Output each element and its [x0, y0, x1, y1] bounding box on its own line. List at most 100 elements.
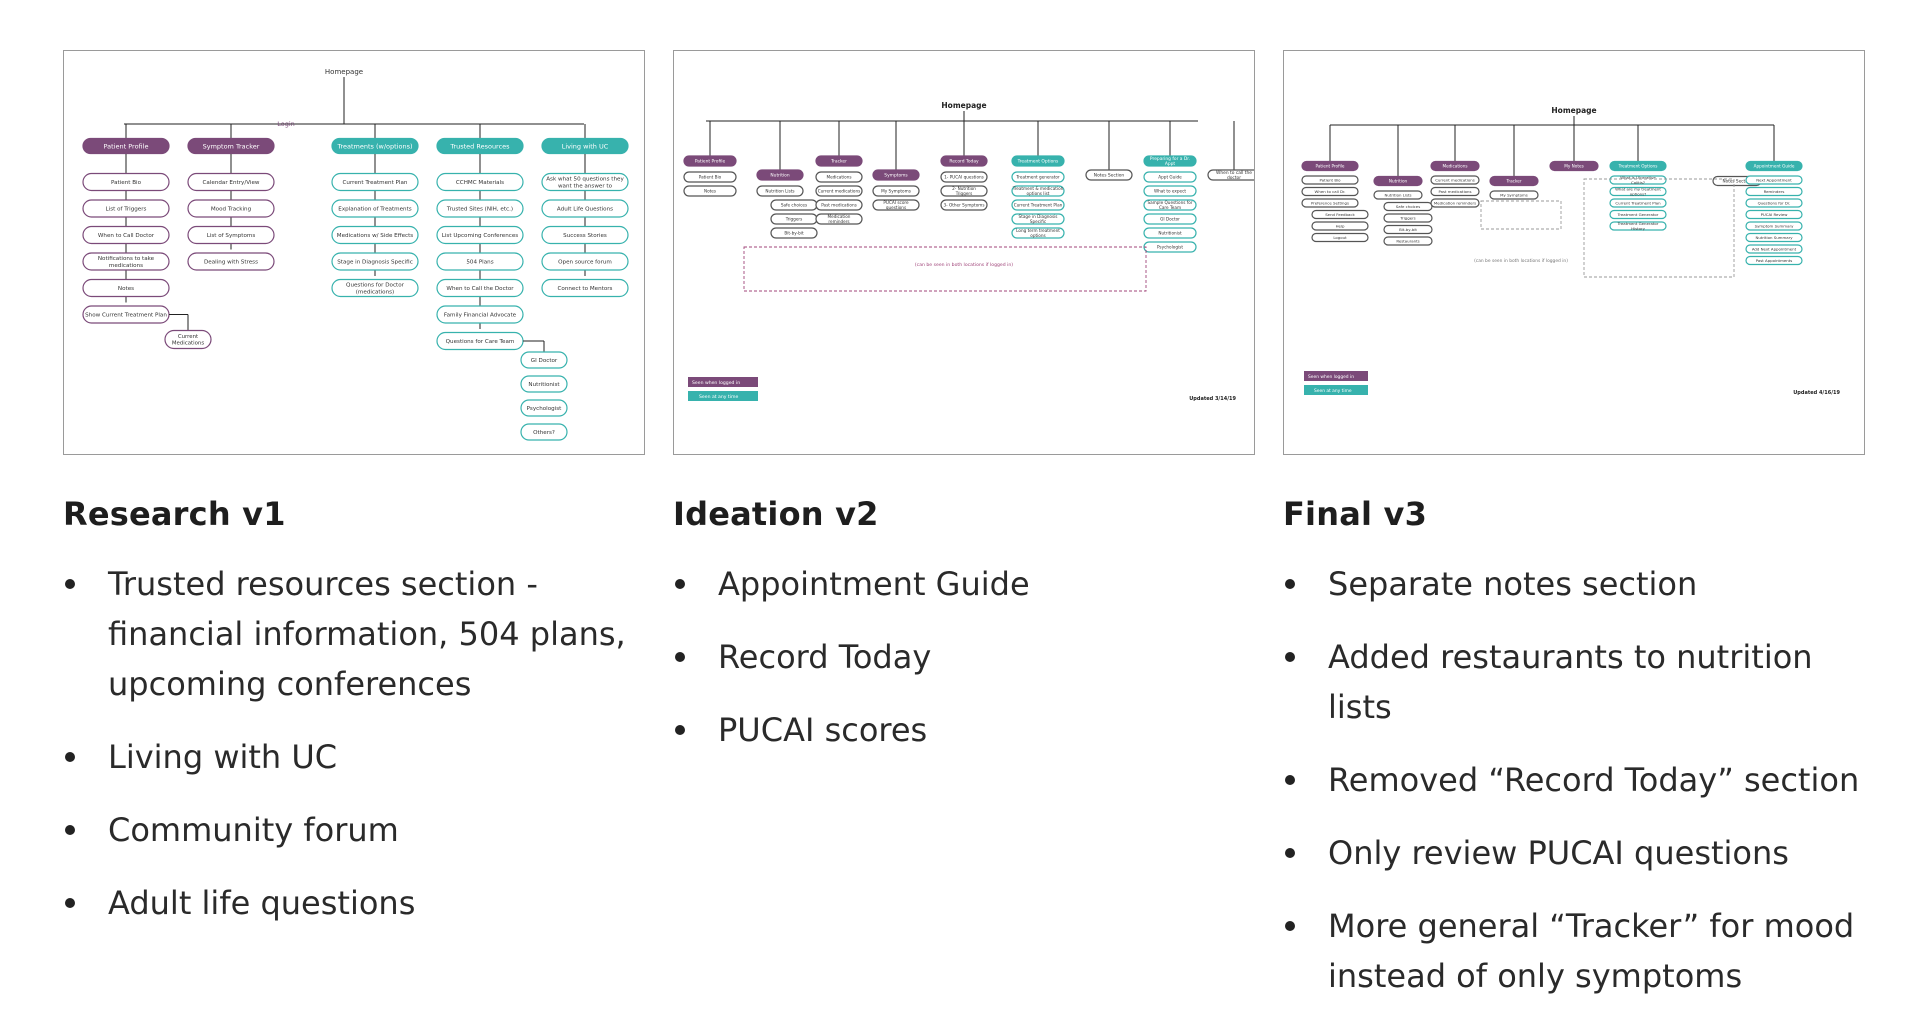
sitemap-item-label: My Symptoms	[881, 188, 911, 193]
sitemap-item-pill	[1143, 213, 1197, 225]
bullet-list: Appointment Guide Record Today PUCAI sco…	[673, 559, 1255, 755]
category-node-pill	[1207, 169, 1254, 181]
sitemap-item-pill	[436, 305, 524, 324]
sitemap-item-pill	[187, 225, 275, 245]
sitemap-item-pill	[187, 199, 275, 218]
sitemap-item-label: Current Treatment Plan	[343, 180, 408, 186]
sitemap-item-label: My Symptoms	[1500, 192, 1528, 197]
sitemap-item-pill	[1609, 186, 1667, 197]
category-node-label: Nutrition	[770, 173, 789, 179]
sitemap-item-label: PUCAI Review	[1761, 212, 1789, 217]
sitemap-item-label: Appt Guide	[1158, 174, 1182, 179]
sitemap-item-label: Past Appointments	[1756, 258, 1793, 263]
sitemap-item-label: What are my treatment	[1615, 186, 1661, 191]
bullet-item: PUCAI scores	[673, 705, 1255, 755]
sitemap-item-label: 3- Other Symptoms	[943, 202, 984, 207]
sitemap-item-label: Restaurants	[1396, 238, 1419, 243]
sitemap-item-pill	[940, 199, 988, 211]
sitemap-item-label: Psychologist	[1157, 244, 1183, 249]
bullet-item: Record Today	[673, 632, 1255, 682]
sitemap-item-label: Notifications to take	[98, 256, 155, 262]
bullet-item: Community forum	[63, 805, 645, 855]
sitemap-item-label: 504 Plans	[466, 259, 493, 265]
sitemap-item-label: Treatment & medication	[1012, 186, 1064, 191]
bullet-item: Appointment Guide	[673, 559, 1255, 609]
category-node-pill	[1011, 155, 1065, 167]
sitemap-item-label: Specific	[1030, 219, 1047, 224]
sitemap-item-pill	[1430, 186, 1480, 197]
sitemap-item-label: Nutrition Lists	[765, 188, 794, 193]
bullet-item: Removed “Record Today” section	[1283, 755, 1865, 805]
sitemap-subitem-label: Nutritionist	[528, 382, 560, 388]
sitemap-item-pill	[1430, 175, 1480, 185]
sitemap-item-label: Nutrition Lists	[1384, 192, 1411, 197]
sitemap-item-label: Past medications	[821, 202, 857, 207]
category-node-pill	[331, 137, 419, 155]
category-node-pill	[1609, 160, 1667, 172]
sitemap-item-label: Stage in Diagnosis	[1019, 214, 1058, 219]
sitemap-item-label: Trusted Sites (NIH, etc.)	[446, 206, 513, 212]
sitemap-item-pill	[82, 172, 170, 192]
sitemap-item-label: Logout	[1333, 235, 1347, 240]
bullet-item: More general “Tracker” for mood instead …	[1283, 901, 1865, 1001]
sitemap-item-pill	[1745, 244, 1803, 254]
sitemap-item-label: Success Stories	[563, 233, 607, 239]
sitemap-subitem-label: Others?	[533, 430, 555, 436]
sitemap-item-pill	[1609, 198, 1667, 208]
sitemap-item-pill	[872, 185, 920, 197]
sitemap-item-pill	[756, 185, 804, 197]
sitemap-item-label: Current Treatment Plan	[1014, 202, 1063, 207]
sitemap-item-label: Safe choices	[781, 202, 807, 207]
sitemap-item-pill	[1609, 221, 1667, 231]
sitemap-item-pill	[1301, 198, 1359, 208]
sitemap-item-label: Medications	[172, 341, 204, 347]
category-node-label: Symptom Tracker	[203, 142, 260, 150]
category-node-label: When to call the	[1216, 170, 1252, 176]
sitemap-item-pill	[331, 172, 419, 192]
legend-label-any-time: Seen at any time	[1314, 388, 1352, 394]
sitemap-item-label: Medication reminders	[1434, 200, 1476, 205]
updated-date: Updated 3/14/19	[1189, 396, 1236, 402]
category-node-pill	[1489, 175, 1539, 187]
category-node-pill	[1430, 160, 1480, 172]
sitemap-item-label: Treatment Generator	[1617, 221, 1659, 226]
category-node-label: Nutrition	[1389, 178, 1408, 183]
category-node-pill	[82, 137, 170, 155]
category-node-pill	[756, 169, 804, 181]
sitemap-item-pill	[1745, 198, 1803, 208]
sitemap-item-pill	[1301, 175, 1359, 185]
sitemap-item-pill	[1609, 175, 1667, 185]
sitemap-item-pill	[1011, 199, 1065, 211]
sitemap-item-label: Patient Bio	[1320, 177, 1342, 182]
sitemap-item-label: When to call Dr.	[1315, 189, 1346, 194]
category-node-label: Appointment Guide	[1754, 163, 1795, 168]
sitemap-item-label: GI Doctor	[1160, 216, 1180, 221]
sitemap-item-label: Explanation of Treatments	[338, 206, 411, 212]
sitemap-item-label: Current Treatment Plan	[1615, 200, 1661, 205]
sitemap-item-pill	[164, 329, 212, 350]
sitemap-item-pill	[1745, 232, 1803, 243]
sitemap-item-label: Dealing with Stress	[204, 259, 258, 265]
sitemap-item-label: Add Next Appointment	[1752, 246, 1797, 251]
sitemap-item-pill	[1489, 190, 1539, 200]
legend-swatch-logged-in	[1304, 371, 1368, 381]
category-node-label: Patient Profile	[104, 142, 149, 150]
sitemap-item-label: Safe choices	[1396, 204, 1420, 209]
sitemap-subitem-label: GI Doctor	[531, 358, 558, 364]
sitemap-item-pill	[1011, 185, 1065, 197]
sitemap-item-pill	[1745, 186, 1803, 197]
sitemap-subitem-pill	[520, 423, 568, 441]
panel-heading: Research v1	[63, 495, 286, 533]
category-node-label: Patient Profile	[695, 159, 726, 165]
category-node-label: Appt	[1165, 161, 1176, 167]
sitemap-item-label: medications	[109, 263, 143, 269]
bullet-list: Trusted resources section - financial in…	[63, 559, 645, 928]
sitemap-item-label: 1- PUCAI questions	[944, 174, 984, 179]
category-node-label: Trusted Resources	[449, 142, 510, 150]
category-node-label: Treatments (w/options)	[336, 142, 412, 150]
